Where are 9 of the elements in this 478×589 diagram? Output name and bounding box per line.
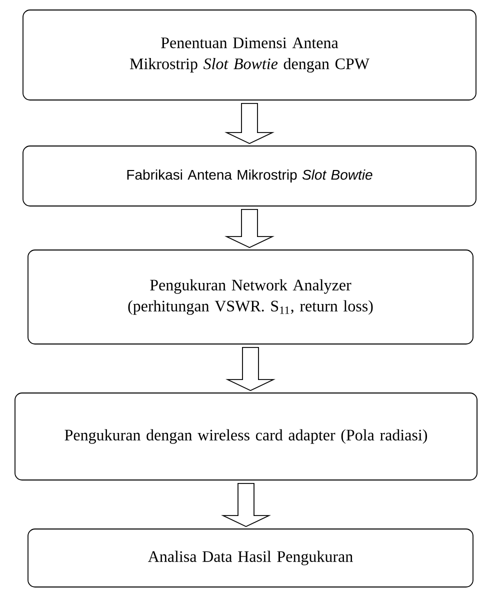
process-box: Pengukuran dengan wireless card adapter (Pola radiasi) [14,392,478,480]
block-arrow [224,209,274,248]
block-arrow [221,483,271,528]
process-box: Penentuan Dimensi Antena Mikrostrip Slot Bowtie dengan CPW [22,10,476,100]
block-arrow [226,347,276,392]
block-arrow [224,103,274,144]
process-box: Pengukuran Network Analyzer (perhitungan VSWR. S$_{11}$, return loss) [28,250,474,344]
process-box: Fabrikasi Antena Mikrostrip Slot Bowtie [22,146,476,206]
process-box: Analisa Data Hasil Pengukuran [28,528,474,588]
